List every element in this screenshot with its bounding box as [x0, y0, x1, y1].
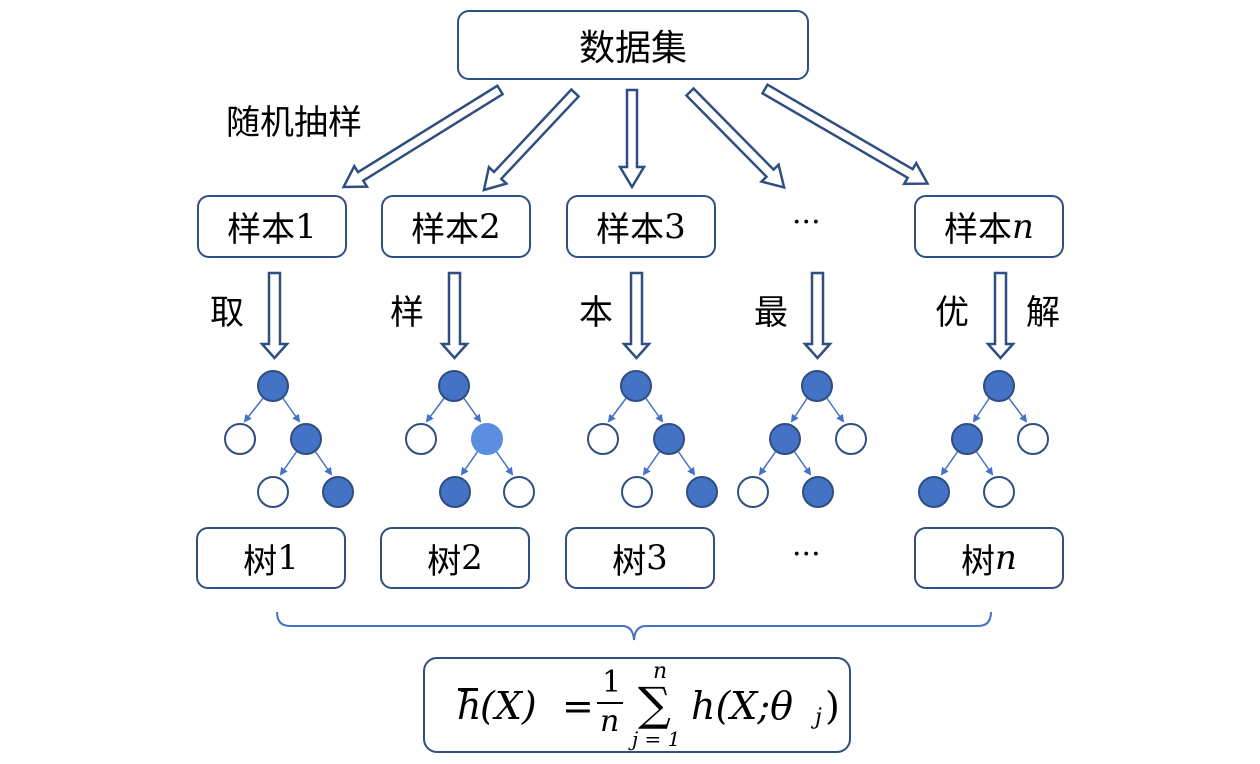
- tree-node: [802, 476, 834, 508]
- tree-node: [686, 476, 718, 508]
- formula-sum-lower: j = 1: [632, 727, 681, 751]
- tree-node: [801, 370, 833, 402]
- tree-node: [621, 476, 653, 508]
- tree-n-graph: [918, 370, 1049, 508]
- sample-ellipsis: ···: [792, 205, 821, 240]
- tree-node: [835, 423, 867, 455]
- side-label-1: 取: [210, 293, 244, 333]
- tree-node: [918, 476, 950, 508]
- formula-numerator: 1: [602, 665, 622, 700]
- sample-index: 3: [664, 206, 686, 247]
- sample-index: 2: [479, 206, 501, 247]
- tree-node: [737, 476, 769, 508]
- training-arrow-5: [985, 271, 1016, 360]
- tree-node: [983, 370, 1015, 402]
- sampling-arrow-4: [684, 86, 786, 190]
- tree-node: [769, 423, 801, 455]
- tree-ellipsis: ···: [792, 537, 821, 572]
- fraction-bar: [597, 702, 623, 704]
- side-label-3: 本: [579, 293, 613, 333]
- dataset-label: 数据集: [578, 28, 687, 69]
- tree-node: [257, 476, 289, 508]
- tree-node: [1017, 423, 1049, 455]
- sampling-arrow-5: [760, 82, 930, 186]
- tree-node: [587, 423, 619, 455]
- formula-equals: =: [562, 684, 594, 728]
- sampling-label: 随机抽样: [226, 103, 362, 143]
- tree-1-graph: [224, 370, 354, 508]
- sample-prefix: 样本: [944, 210, 1013, 250]
- training-arrow-2: [439, 271, 470, 360]
- tree-prefix: 树: [243, 541, 278, 582]
- tree-index: 1: [277, 538, 299, 578]
- sampling-arrow-3: [617, 88, 647, 190]
- sample-prefix: 样本: [411, 210, 480, 250]
- tree-node: [471, 423, 503, 455]
- aggregation-brace: [276, 611, 992, 641]
- formula-denominator: n: [600, 704, 620, 739]
- tree-3-graph: [587, 370, 718, 508]
- tree-node: [503, 476, 535, 508]
- formula-h: h: [457, 684, 482, 728]
- tree-node: [322, 476, 354, 508]
- ensemble-formula-box: h (X) = 1 n n ∑ j = 1 h(X;θ j ): [423, 657, 851, 753]
- side-label-2: 样: [390, 293, 424, 333]
- side-label-6: 解: [1026, 293, 1060, 333]
- tree-4-graph: [737, 370, 867, 508]
- formula-sum-upper: n: [653, 659, 668, 684]
- sample-index: 1: [295, 206, 317, 247]
- tree-node: [405, 423, 437, 455]
- training-arrow-1: [259, 271, 290, 360]
- sampling-arrow-2: [482, 87, 581, 192]
- training-arrow-4: [802, 271, 833, 360]
- tree-2-graph: [405, 370, 535, 508]
- tree-prefix: 树: [612, 541, 647, 582]
- formula-close: ): [825, 684, 840, 728]
- training-arrows: [259, 271, 1016, 360]
- tree-prefix: 树: [427, 541, 462, 582]
- sample-prefix: 样本: [227, 210, 296, 250]
- tree-node: [290, 423, 322, 455]
- tree-node: [438, 370, 470, 402]
- side-label-5: 优: [935, 293, 969, 333]
- sampling-arrows: [341, 82, 930, 192]
- tree-node: [224, 423, 256, 455]
- sample-index: n: [1012, 206, 1034, 247]
- dataset-box: 数据集: [457, 10, 809, 80]
- formula-sum: ∑: [638, 677, 671, 731]
- sampling-arrow-1: [341, 84, 505, 189]
- side-label-4: 最: [754, 293, 788, 333]
- tree-node: [653, 423, 685, 455]
- sample-prefix: 样本: [596, 210, 665, 250]
- formula-arg: (X): [480, 684, 537, 728]
- training-arrow-3: [621, 271, 652, 360]
- tree-node: [620, 370, 652, 402]
- tree-node: [439, 476, 471, 508]
- tree-node: [983, 476, 1015, 508]
- tree-prefix: 树: [961, 541, 996, 582]
- formula-term-sub: j: [815, 705, 822, 730]
- h-bar: [458, 688, 478, 691]
- tree-index: 2: [461, 538, 483, 578]
- tree-node: [257, 370, 289, 402]
- formula-term: h(X;θ: [691, 684, 794, 728]
- tree-index: n: [995, 538, 1017, 578]
- tree-index: 3: [646, 538, 668, 578]
- tree-node: [951, 423, 983, 455]
